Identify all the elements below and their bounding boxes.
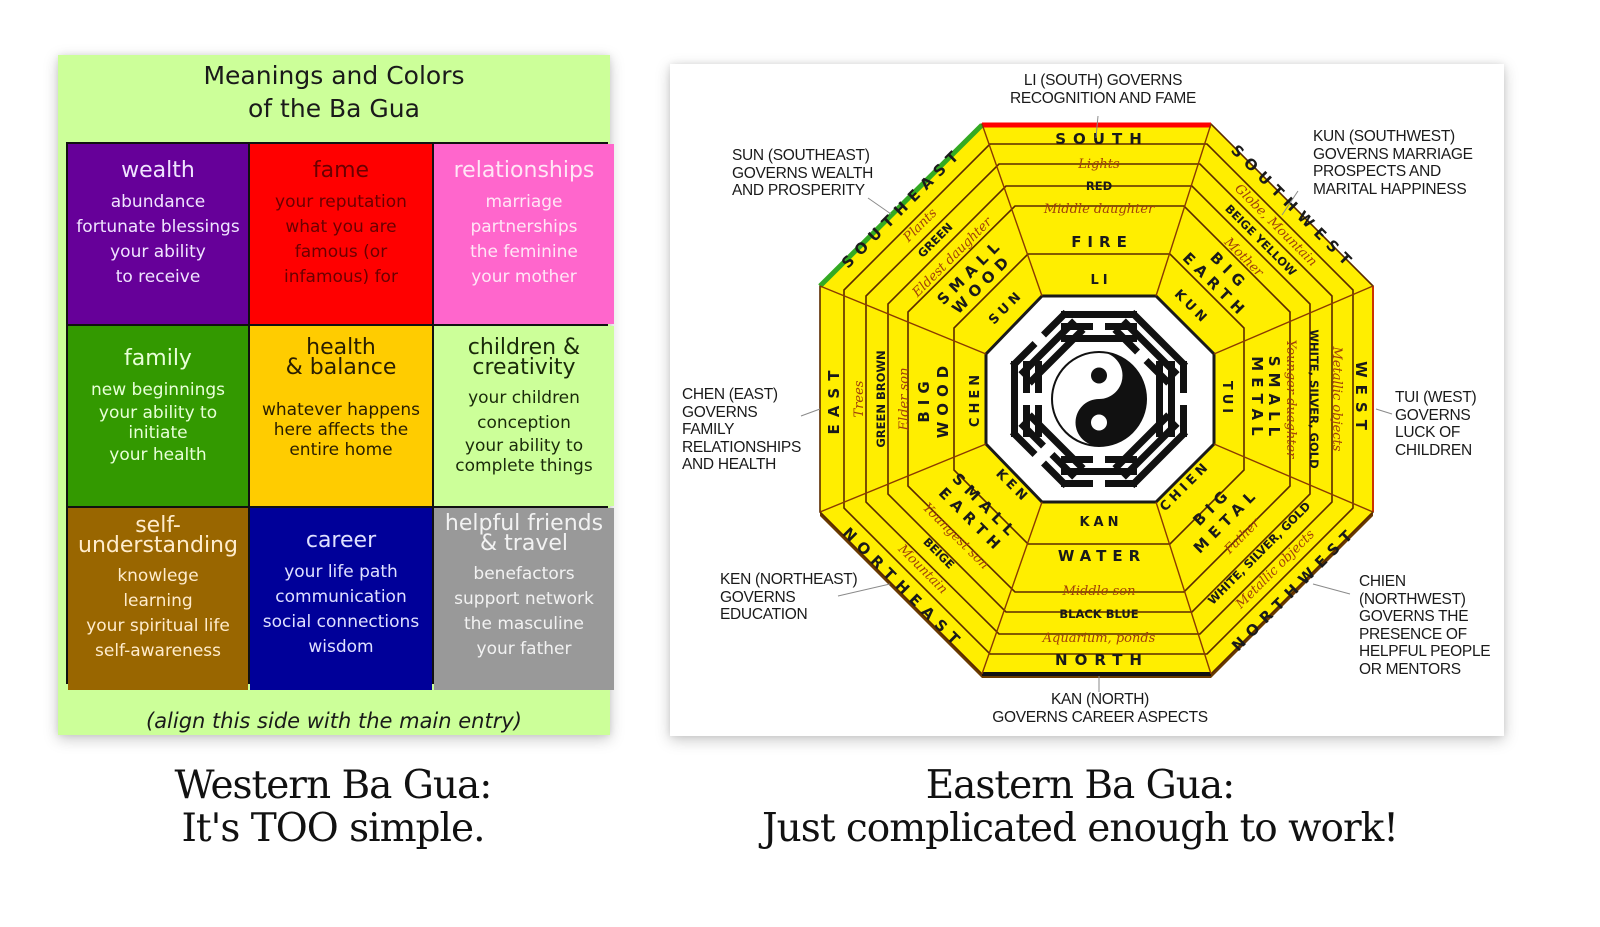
caption-eastern: Eastern Ba Gua:Just complicated enough t… xyxy=(762,763,1399,851)
svg-text:Elder son: Elder son xyxy=(897,368,912,432)
western-bagua-chart: Meanings and Colors of the Ba Gua wealth… xyxy=(58,55,614,735)
svg-text:BLACK BLUE: BLACK BLUE xyxy=(1059,607,1138,621)
eastern-bagua-chart: .ring { fill:#ffee00; stroke:#5a2a00; st… xyxy=(670,64,1504,736)
svg-text:Middle son: Middle son xyxy=(1062,584,1136,599)
sector-west: WEST Metallic objects WHITE, SILVER, GOL… xyxy=(1219,329,1370,468)
svg-text:Younger duaghter: Younger duaghter xyxy=(1283,340,1298,459)
yin-yang-icon xyxy=(1051,351,1147,447)
svg-text:TUI: TUI xyxy=(1219,381,1234,417)
svg-text:WATER: WATER xyxy=(1058,547,1146,565)
svg-text:WHITE, SILVER, GOLD: WHITE, SILVER, GOLD xyxy=(1307,329,1321,468)
svg-text:Middle daughter: Middle daughter xyxy=(1043,202,1155,217)
svg-text:LI: LI xyxy=(1090,273,1111,288)
svg-text:WEST: WEST xyxy=(1352,361,1370,437)
svg-text:NORTH: NORTH xyxy=(1055,651,1149,669)
callout-north: KAN (NORTH)GOVERNS CAREER ASPECTS xyxy=(992,691,1208,726)
svg-text:BIG: BIG xyxy=(915,375,933,422)
callout-leader-lines xyxy=(800,115,1393,692)
svg-text:GREEN BROWN: GREEN BROWN xyxy=(874,350,888,447)
svg-text:SMALL: SMALL xyxy=(1265,356,1283,442)
sector-north: KAN WATER Middle son BLACK BLUE Aquarium… xyxy=(1042,515,1156,669)
svg-text:EAST: EAST xyxy=(825,364,843,435)
western-footer-note: (align this side with the main entry) xyxy=(146,709,522,733)
svg-text:RED: RED xyxy=(1086,179,1112,193)
svg-text:Aquarium, ponds: Aquarium, ponds xyxy=(1042,631,1156,646)
western-title: Meanings and Colors of the Ba Gua xyxy=(203,61,465,123)
svg-text:Metallic objects: Metallic objects xyxy=(1329,346,1344,452)
svg-text:METAL: METAL xyxy=(1248,356,1266,441)
svg-text:Lights: Lights xyxy=(1077,157,1120,172)
octagon-spokes xyxy=(819,123,1374,675)
svg-text:CHEN: CHEN xyxy=(968,371,983,427)
sector-east: EAST Trees GREEN BROWN Elder son BIG WOO… xyxy=(825,350,983,447)
svg-text:FIRE: FIRE xyxy=(1071,233,1133,251)
svg-text:Trees: Trees xyxy=(852,380,867,417)
svg-text:SOUTH: SOUTH xyxy=(1055,130,1149,148)
trigram-symbols xyxy=(1009,309,1189,489)
svg-text:KAN: KAN xyxy=(1079,515,1122,530)
sector-south: SOUTH Lights RED Middle daughter FIRE LI xyxy=(1043,130,1155,288)
bagua-octagon: .ring { fill:#ffee00; stroke:#5a2a00; st… xyxy=(800,115,1393,692)
caption-western: Western Ba Gua:It's TOO simple. xyxy=(174,763,493,851)
svg-text:WOOD: WOOD xyxy=(934,360,952,439)
